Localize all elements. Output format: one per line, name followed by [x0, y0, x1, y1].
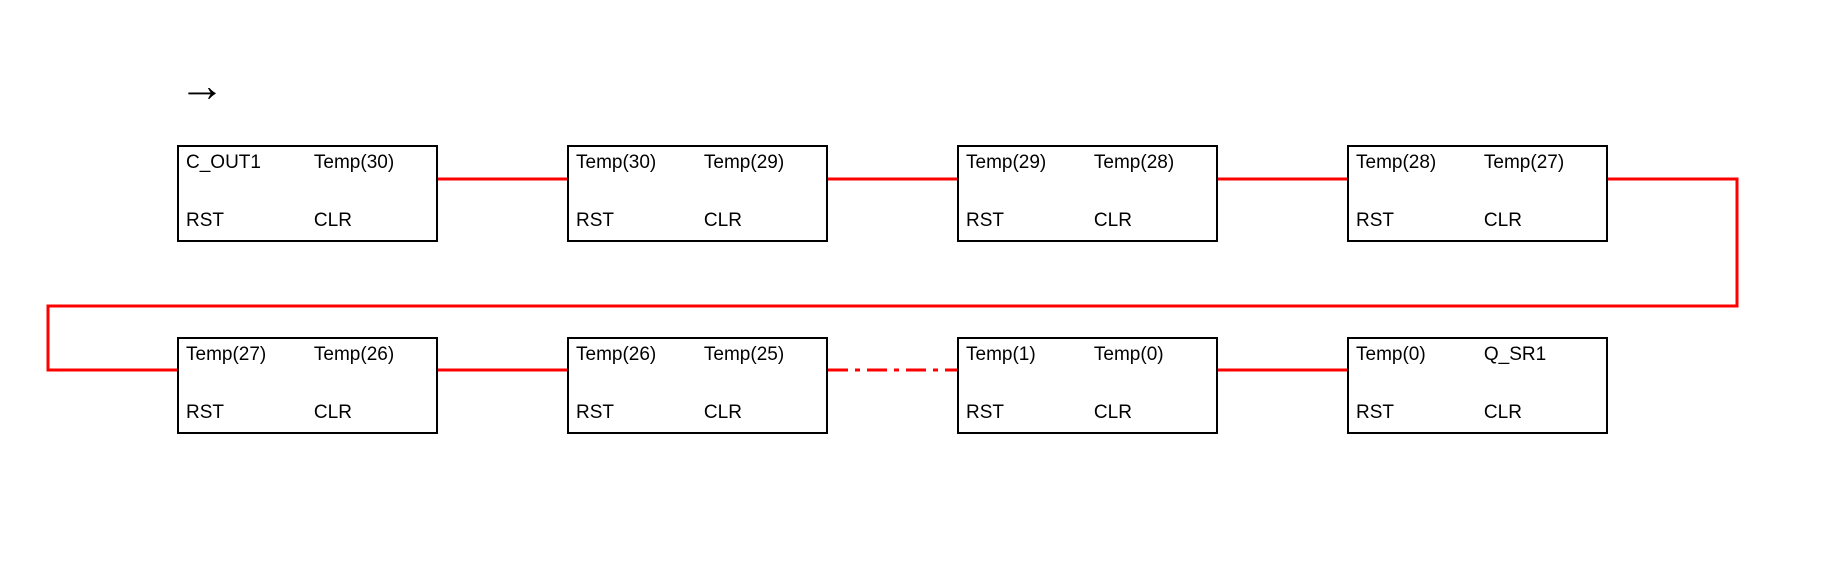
- port-label-output: Temp(26): [313, 344, 395, 365]
- port-label-rst: RST: [576, 210, 614, 232]
- ff-block-5[interactable]: Temp(27) Temp(26) RST CLR: [177, 337, 438, 434]
- wire-block4-block5-feedback[interactable]: [46, 177, 1739, 372]
- port-label-input: Temp(0): [1356, 344, 1426, 365]
- port-label-rst: RST: [966, 210, 1004, 232]
- port-label-rst: RST: [966, 402, 1004, 424]
- ff-block-8[interactable]: Temp(0) Q_SR1 RST CLR: [1347, 337, 1608, 434]
- port-label-clr: CLR: [313, 210, 352, 232]
- port-label-rst: RST: [186, 402, 224, 424]
- port-label-output: Q_SR1: [1483, 344, 1547, 365]
- port-label-clr: CLR: [313, 402, 352, 424]
- ff-block-2[interactable]: Temp(30) Temp(29) RST CLR: [567, 145, 828, 242]
- ff-block-3[interactable]: Temp(29) Temp(28) RST CLR: [957, 145, 1218, 242]
- port-label-clr: CLR: [703, 402, 742, 424]
- port-label-clr: CLR: [1483, 210, 1522, 232]
- port-label-output: Temp(27): [1483, 152, 1565, 173]
- port-label-clr: CLR: [1483, 402, 1522, 424]
- port-label-clr: CLR: [703, 210, 742, 232]
- ff-block-1[interactable]: C_OUT1 Temp(30) RST CLR: [177, 145, 438, 242]
- port-label-input: Temp(29): [966, 152, 1047, 173]
- port-label-output: Temp(28): [1093, 152, 1175, 173]
- arrow-icon: →: [179, 59, 225, 111]
- ff-block-7[interactable]: Temp(1) Temp(0) RST CLR: [957, 337, 1218, 434]
- port-label-clr: CLR: [1093, 402, 1132, 424]
- ff-block-4[interactable]: Temp(28) Temp(27) RST CLR: [1347, 145, 1608, 242]
- port-label-rst: RST: [1356, 402, 1394, 424]
- port-label-input: Temp(30): [576, 152, 657, 173]
- port-label-output: Temp(0): [1093, 344, 1164, 365]
- port-label-rst: RST: [576, 402, 614, 424]
- port-label-output: Temp(29): [703, 152, 785, 173]
- port-label-input: C_OUT1: [186, 152, 261, 173]
- port-label-output: Temp(25): [703, 344, 785, 365]
- port-label-rst: RST: [1356, 210, 1394, 232]
- port-label-input: Temp(28): [1356, 152, 1437, 173]
- port-label-rst: RST: [186, 210, 224, 232]
- port-label-input: Temp(27): [186, 344, 267, 365]
- port-label-input: Temp(1): [966, 344, 1036, 365]
- port-label-input: Temp(26): [576, 344, 657, 365]
- ff-block-6[interactable]: Temp(26) Temp(25) RST CLR: [567, 337, 828, 434]
- port-label-output: Temp(30): [313, 152, 395, 173]
- port-label-clr: CLR: [1093, 210, 1132, 232]
